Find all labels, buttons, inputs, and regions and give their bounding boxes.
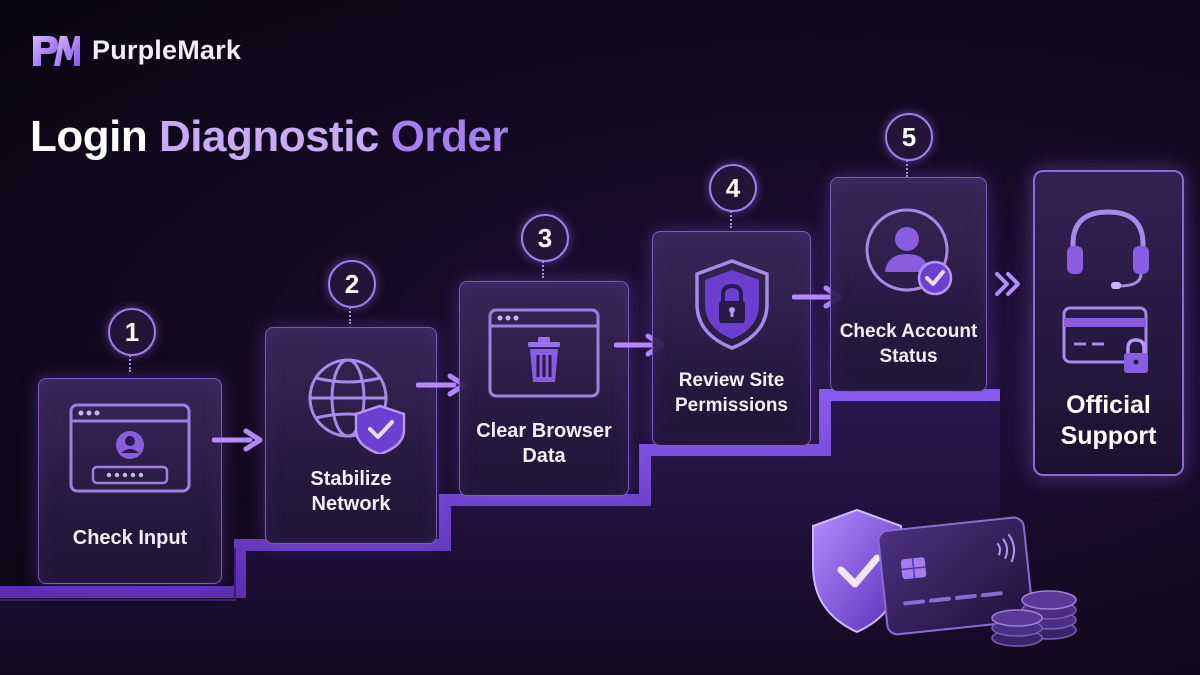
step-1-label: Check Input <box>72 527 188 549</box>
title-word-3: Order <box>390 112 509 161</box>
page-title: Login Diagnostic Order <box>30 112 508 162</box>
step-4-label-line1: Review Site <box>678 370 785 391</box>
brand-name: PurpleMark <box>92 34 242 65</box>
browser-trash-icon <box>488 308 600 398</box>
globe-shield-icon <box>308 358 406 454</box>
double-chevron-right-icon <box>995 272 1020 296</box>
step-4-card: Review Site Permissions <box>652 231 811 446</box>
connector-2 <box>349 304 351 324</box>
step-3-card: Clear Browser Data <box>459 281 629 496</box>
locked-card-icon <box>1062 306 1148 373</box>
step-4-badge: 4 <box>709 164 757 212</box>
step-3-label-line2: Data <box>522 445 566 467</box>
step-2-label-line2: Network <box>311 493 391 515</box>
step-2-card: Stabilize Network <box>265 327 437 544</box>
connector-4 <box>730 208 732 228</box>
step-5-label-line1: Check Account <box>839 321 978 342</box>
user-check-icon <box>865 208 953 296</box>
step-5-label-line2: Status <box>879 346 938 367</box>
final-label-line2: Support <box>1060 422 1157 450</box>
login-window-icon <box>69 403 191 493</box>
step-5-card: Check Account Status <box>830 177 987 392</box>
title-word-2: Diagnostic <box>158 112 379 161</box>
connector-5 <box>906 157 908 177</box>
credit-card-icon <box>877 516 1034 636</box>
step-2-label-line1: Stabilize <box>310 468 392 490</box>
coin-stack-icon <box>991 590 1077 647</box>
step-3-label-line1: Clear Browser <box>476 420 612 442</box>
step-2-badge: 2 <box>328 260 376 308</box>
step-1-badge: 1 <box>108 308 156 356</box>
title-word-1: Login <box>30 112 148 161</box>
headset-icon <box>1067 209 1149 289</box>
official-support-card: Official Support <box>1033 170 1184 476</box>
connector-3 <box>542 258 544 278</box>
decor-illustration <box>812 508 1077 647</box>
final-label-line1: Official <box>1066 391 1151 419</box>
connector-1 <box>129 352 131 372</box>
brand: PurpleMark <box>30 30 241 70</box>
step-3-badge: 3 <box>521 214 569 262</box>
step-5-badge: 5 <box>885 113 933 161</box>
shield-lock-icon <box>695 259 769 350</box>
step-4-label-line2: Permissions <box>675 395 788 416</box>
arrow-icon <box>212 428 263 452</box>
step-1-card: Check Input <box>38 378 222 584</box>
pm-monogram-logo-icon <box>33 36 80 66</box>
